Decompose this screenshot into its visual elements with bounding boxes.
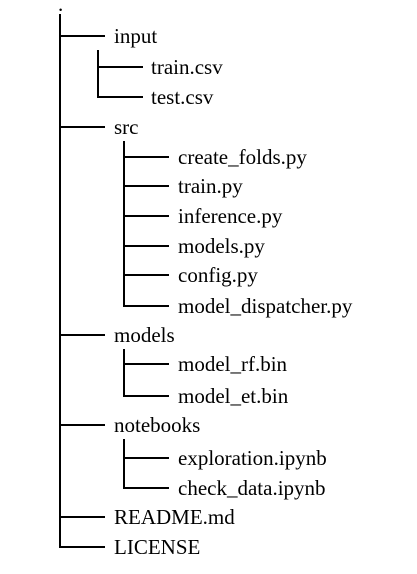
file-label: LICENSE — [114, 535, 201, 559]
branch-connector — [60, 424, 105, 426]
branch-connector — [60, 35, 105, 37]
branch-connector — [124, 305, 169, 307]
file-label: config.py — [178, 263, 258, 287]
root-trunk — [59, 14, 61, 548]
branch-connector — [60, 546, 105, 548]
branch-connector — [60, 334, 105, 336]
branch-connector — [124, 487, 169, 489]
branch-trunk — [123, 439, 125, 489]
branch-trunk — [97, 50, 99, 98]
branch-connector — [124, 245, 169, 247]
root-label: . — [58, 0, 64, 16]
file-label: model_dispatcher.py — [178, 294, 353, 318]
branch-connector — [124, 457, 169, 459]
folder-label: src — [114, 115, 139, 139]
folder-label: notebooks — [114, 413, 201, 437]
branch-connector — [124, 274, 169, 276]
branch-connector — [60, 126, 105, 128]
file-label: README.md — [114, 505, 235, 529]
file-label: check_data.ipynb — [178, 476, 326, 500]
branch-connector — [124, 395, 169, 397]
branch-connector — [124, 156, 169, 158]
branch-connector — [98, 66, 143, 68]
branch-connector — [124, 215, 169, 217]
branch-connector — [124, 363, 169, 365]
file-label: inference.py — [178, 204, 283, 228]
file-label: train.py — [178, 174, 243, 198]
folder-label: input — [114, 24, 158, 48]
file-label: exploration.ipynb — [178, 446, 327, 470]
branch-connector — [60, 516, 105, 518]
branch-trunk — [123, 349, 125, 397]
file-label: models.py — [178, 234, 265, 258]
folder-label: models — [114, 323, 175, 347]
file-label: model_et.bin — [178, 384, 289, 408]
file-label: create_folds.py — [178, 145, 307, 169]
branch-connector — [124, 185, 169, 187]
branch-trunk — [123, 141, 125, 307]
file-label: train.csv — [151, 55, 223, 79]
file-label: model_rf.bin — [178, 352, 288, 376]
branch-connector — [98, 96, 143, 98]
file-label: test.csv — [151, 85, 214, 109]
